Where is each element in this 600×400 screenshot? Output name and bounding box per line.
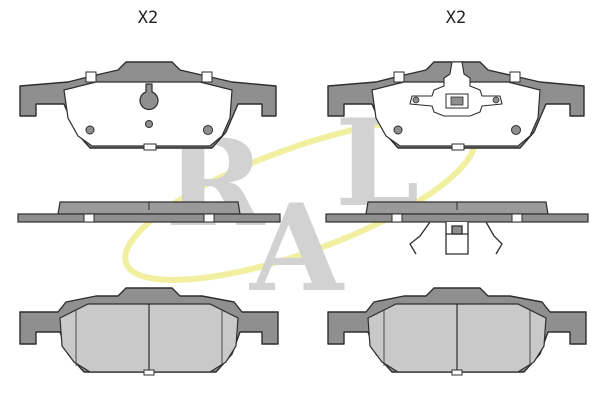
retention-tab-right [509,71,521,83]
quantity-label-left: X2 [137,8,159,28]
wear-tab [143,369,155,376]
pad-back-view-left [19,61,277,151]
retention-tab-left [85,71,97,83]
pad-side-view-right [325,201,589,255]
quantity-label-right: X2 [445,8,467,28]
retention-tab-left [393,71,405,83]
rivet-hole [145,120,153,128]
wear-tab [451,369,463,376]
pad-back-view-right [327,61,585,151]
shim-tab [391,213,403,223]
rivet-hole [511,125,521,135]
pad-side-view-left [17,201,281,223]
rivet-hole [85,125,95,135]
backing-plate-side [325,213,589,223]
bottom-notch [451,143,465,151]
pad-face [63,81,233,147]
retention-tab-right [201,71,213,83]
shim-tab [203,213,215,223]
rivet-hole [203,125,213,135]
pad-friction-view-left [19,287,279,376]
spring-clip-icon [409,61,503,117]
watermark-letter-a: A [249,178,345,319]
pad-friction-view-right [327,287,587,376]
backing-plate-side [17,213,281,223]
bottom-notch [143,143,157,151]
spring-icon [409,221,503,255]
rivet-hole [393,125,403,135]
shim-tab [511,213,523,223]
shim-tab [83,213,95,223]
locating-boss [139,83,159,111]
